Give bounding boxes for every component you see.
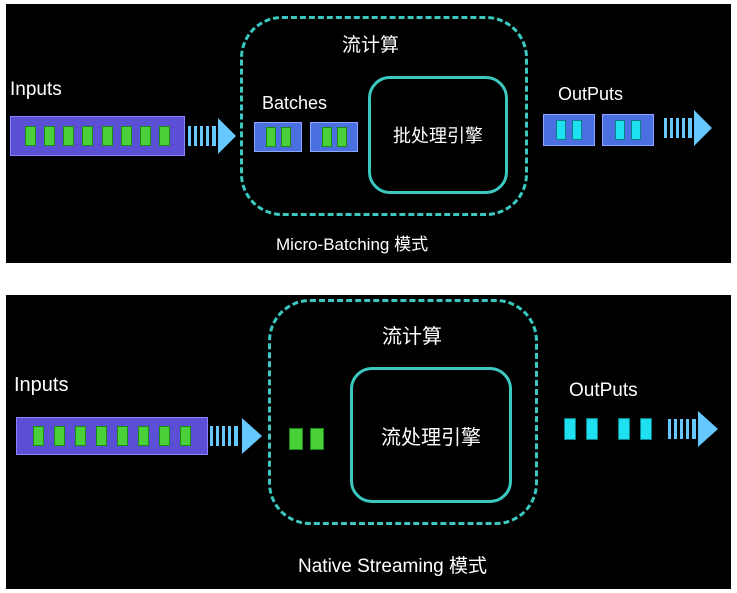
native-streaming-caption: Native Streaming 模式 [298, 556, 488, 577]
inputs-label: Inputs [14, 374, 69, 396]
input-record [117, 426, 128, 446]
input-record [138, 426, 149, 446]
striped-right-arrow-icon [188, 118, 236, 154]
output-record [586, 418, 598, 440]
input-record [101, 126, 113, 146]
output-batch [602, 114, 654, 146]
batch-block [310, 122, 358, 152]
batches-label: Batches [262, 93, 328, 113]
input-record [63, 126, 75, 146]
engine-label: 流处理引擎 [381, 426, 481, 449]
output-record [631, 120, 641, 140]
stream-compute-boundary [268, 299, 538, 525]
stream-compute-label: 流计算 [342, 35, 400, 56]
striped-right-arrow-icon [210, 418, 262, 454]
micro-batching-caption: Micro-Batching 模式 [276, 235, 429, 254]
output-record [618, 418, 630, 440]
input-record [82, 126, 94, 146]
input-record [180, 426, 191, 446]
input-record [120, 126, 132, 146]
input-record [158, 126, 170, 146]
input-record [44, 126, 56, 146]
input-record [54, 426, 65, 446]
output-record [572, 120, 582, 140]
output-record [615, 120, 625, 140]
striped-right-arrow-icon [668, 411, 718, 447]
stream-compute-boundary [240, 16, 528, 216]
stream-record [289, 428, 303, 450]
engine-label: 批处理引擎 [393, 126, 483, 146]
batch-processing-engine: 批处理引擎 [368, 76, 508, 194]
input-record [25, 126, 37, 146]
stream-record [310, 428, 324, 450]
inputs-label: Inputs [10, 79, 62, 100]
input-record [139, 126, 151, 146]
input-record [96, 426, 107, 446]
batch-record [265, 127, 276, 147]
output-record [640, 418, 652, 440]
output-record [556, 120, 566, 140]
batch-block [254, 122, 302, 152]
input-record [159, 426, 170, 446]
input-stream-bar [16, 417, 208, 455]
micro-batching-panel: Inputs 流计算 Batches 批处理引擎 OutPuts [6, 4, 731, 263]
input-record [33, 426, 44, 446]
striped-right-arrow-icon [664, 110, 712, 146]
output-batch [543, 114, 595, 146]
input-record [75, 426, 86, 446]
batch-record [321, 127, 332, 147]
outputs-label: OutPuts [558, 84, 624, 104]
batch-record [280, 127, 291, 147]
native-streaming-panel: Inputs 流计算 流处理引擎 OutPuts [6, 295, 731, 589]
stream-processing-engine: 流处理引擎 [350, 367, 512, 503]
output-record [564, 418, 576, 440]
stream-compute-label: 流计算 [382, 326, 442, 348]
input-stream-bar [10, 116, 185, 156]
outputs-label: OutPuts [569, 380, 638, 401]
batch-record [336, 127, 347, 147]
